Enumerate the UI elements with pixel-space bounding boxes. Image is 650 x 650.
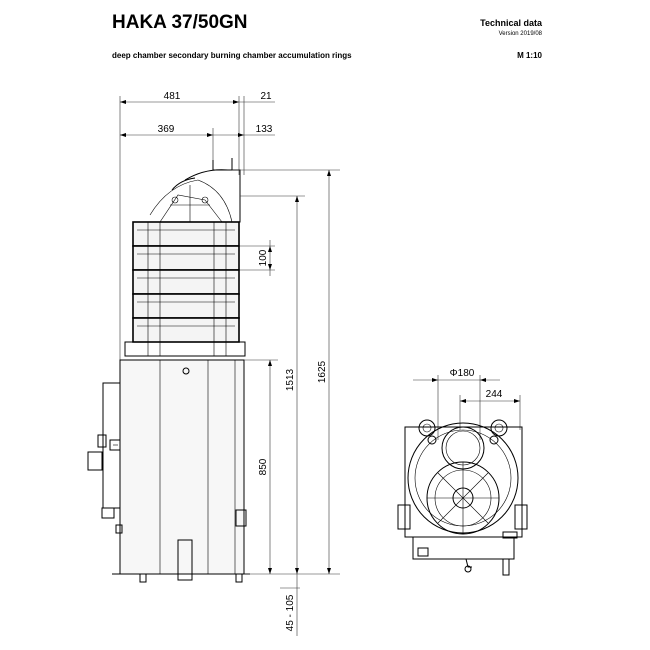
dim-body-height: 850: [258, 458, 269, 475]
accumulation-rings: [124, 221, 246, 357]
dim-flue-offset: 133: [256, 124, 273, 135]
page-title: HAKA 37/50GN: [112, 12, 248, 33]
scale-label: M 1:10: [517, 51, 542, 60]
dim-offset-right: 21: [260, 91, 272, 102]
dim-flue-center: 244: [486, 389, 503, 400]
dim-feet: 45 - 105: [285, 594, 296, 631]
door-front: [412, 536, 515, 560]
top-view-outline: [404, 426, 523, 538]
flue-elbow: [149, 158, 241, 223]
dim-flue-diameter: Φ180: [450, 368, 475, 379]
page-subtitle: deep chamber secondary burning chamber a…: [112, 51, 352, 60]
dim-ring-height: 100: [258, 249, 269, 266]
top-view: Φ180 244: [397, 368, 528, 576]
ring-3: [132, 269, 240, 295]
height-dimensions: 850 1513 1625 45 - 105: [232, 169, 340, 636]
stove-body: [87, 359, 250, 583]
dim-depth-left: 369: [158, 124, 175, 135]
flue-opening: [441, 426, 485, 470]
ring-height-dimension: 100: [239, 240, 275, 276]
top-view-dimensions: Φ180 244: [413, 368, 521, 440]
dim-total-height: 1625: [317, 360, 328, 383]
version-label: Version 2019/08: [498, 31, 542, 37]
top-dimensions: 481 21 369 133: [119, 91, 275, 360]
dim-flue-height: 1513: [285, 368, 296, 391]
ring-1: [132, 221, 240, 247]
technical-data-label: Technical data: [480, 18, 542, 28]
ring-4: [132, 293, 240, 319]
ring-2: [132, 245, 240, 271]
dim-width-total: 481: [164, 91, 181, 102]
ring-5: [132, 317, 240, 343]
side-view: 481 21 369 133: [87, 91, 340, 636]
